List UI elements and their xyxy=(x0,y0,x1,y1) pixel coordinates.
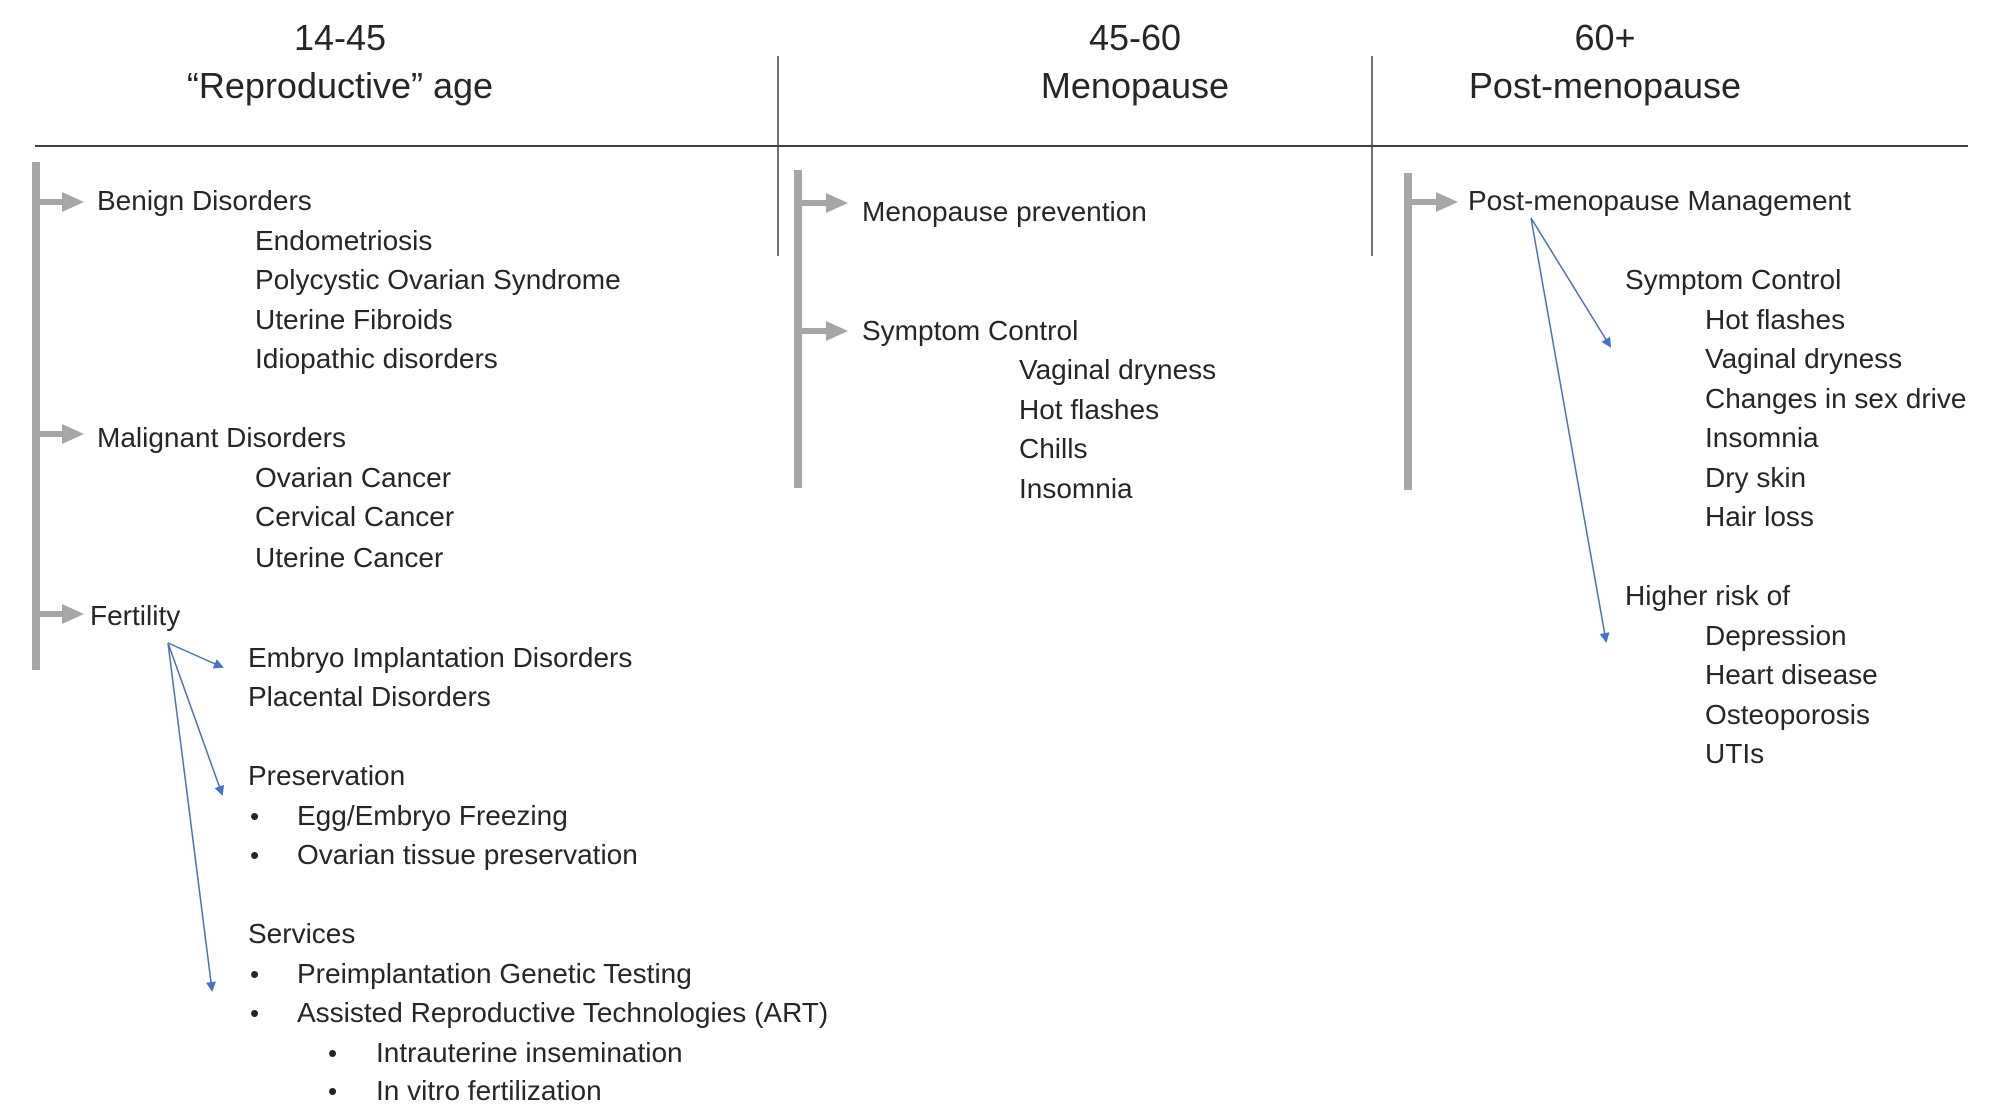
services-title: Services xyxy=(248,918,356,949)
bracket-arrow-symptom xyxy=(798,321,848,341)
column-range: 14-45 xyxy=(293,17,387,58)
bullet: • xyxy=(250,959,260,989)
column-header-menopause: 45-60 Menopause xyxy=(935,14,1335,110)
column-label: “Reproductive” age xyxy=(186,65,494,106)
fertility-title: Fertility xyxy=(90,600,181,631)
bullet: • xyxy=(250,840,260,870)
post-symptom-item: Hot flashes xyxy=(1705,304,1846,335)
bracket-arrow-prevention xyxy=(798,193,848,213)
column-header-post: 60+ Post-menopause xyxy=(1405,14,1805,110)
post-symptom-item: Dry skin xyxy=(1705,462,1807,493)
bullet: • xyxy=(328,1038,338,1068)
arrow-preservation xyxy=(167,642,225,796)
post-symptom-item: Insomnia xyxy=(1705,422,1819,453)
bracket-reproductive xyxy=(32,162,40,670)
bracket-arrow-post xyxy=(1408,192,1458,212)
malignant-item: Cervical Cancer xyxy=(255,501,455,532)
menopause-symptom-title: Symptom Control xyxy=(862,315,1079,346)
menopause-prevention: Menopause prevention xyxy=(862,196,1147,227)
implantation-item: Embryo Implantation Disorders xyxy=(248,642,633,673)
menopause-symptom-item: Insomnia xyxy=(1019,473,1133,504)
menopause-symptom-item: Hot flashes xyxy=(1019,394,1160,425)
arrow-post-risk xyxy=(1530,217,1610,643)
post-risk-item: Osteoporosis xyxy=(1705,699,1870,730)
benign-disorders-title: Benign Disorders xyxy=(97,185,312,216)
bullet: • xyxy=(250,801,260,831)
art-item: Intrauterine insemination xyxy=(376,1037,683,1068)
arrow-services xyxy=(167,642,216,992)
column-range: 60+ xyxy=(1574,17,1636,58)
post-risk-item: UTIs xyxy=(1705,738,1765,769)
column-label: Menopause xyxy=(1040,65,1230,106)
bullet: • xyxy=(328,1076,338,1106)
post-symptom-item: Vaginal dryness xyxy=(1705,343,1903,374)
column-range: 45-60 xyxy=(1088,17,1182,58)
menopause-symptom-item: Chills xyxy=(1019,433,1088,464)
menopause-symptom-item: Vaginal dryness xyxy=(1019,354,1217,385)
bracket-arrow-fertility xyxy=(36,604,84,624)
benign-item: Polycystic Ovarian Syndrome xyxy=(255,264,621,295)
benign-item: Idiopathic disorders xyxy=(255,343,498,374)
column-label: Post-menopause xyxy=(1468,65,1742,106)
implantation-item: Placental Disorders xyxy=(248,681,491,712)
bullet: • xyxy=(250,998,260,1028)
malignant-item: Ovarian Cancer xyxy=(255,462,452,493)
services-item: Preimplantation Genetic Testing xyxy=(297,958,692,989)
preservation-title: Preservation xyxy=(248,760,406,791)
post-management-title: Post-menopause Management xyxy=(1468,185,1851,216)
arrow-post-symptom xyxy=(1530,217,1612,348)
bracket-arrow-malignant xyxy=(36,424,84,444)
services-item: Assisted Reproductive Technologies (ART) xyxy=(297,997,829,1028)
bracket-arrow-benign xyxy=(36,192,84,212)
post-risk-item: Depression xyxy=(1705,620,1847,651)
post-symptom-title: Symptom Control xyxy=(1625,264,1842,295)
post-risk-item: Heart disease xyxy=(1705,659,1878,690)
art-item: In vitro fertilization xyxy=(376,1075,602,1106)
post-symptom-item: Hair loss xyxy=(1705,501,1814,532)
malignant-disorders-title: Malignant Disorders xyxy=(97,422,346,453)
preservation-item: Egg/Embryo Freezing xyxy=(297,800,568,831)
post-symptom-item: Changes in sex drive xyxy=(1705,383,1967,414)
bracket-post xyxy=(1404,173,1412,490)
post-risk-title: Higher risk of xyxy=(1625,580,1790,611)
benign-item: Uterine Fibroids xyxy=(255,304,453,335)
malignant-item: Uterine Cancer xyxy=(255,542,444,573)
benign-item: Endometriosis xyxy=(255,225,433,256)
arrow-implantation xyxy=(167,642,224,669)
column-header-reproductive: 14-45 “Reproductive” age xyxy=(140,14,540,110)
preservation-item: Ovarian tissue preservation xyxy=(297,839,638,870)
